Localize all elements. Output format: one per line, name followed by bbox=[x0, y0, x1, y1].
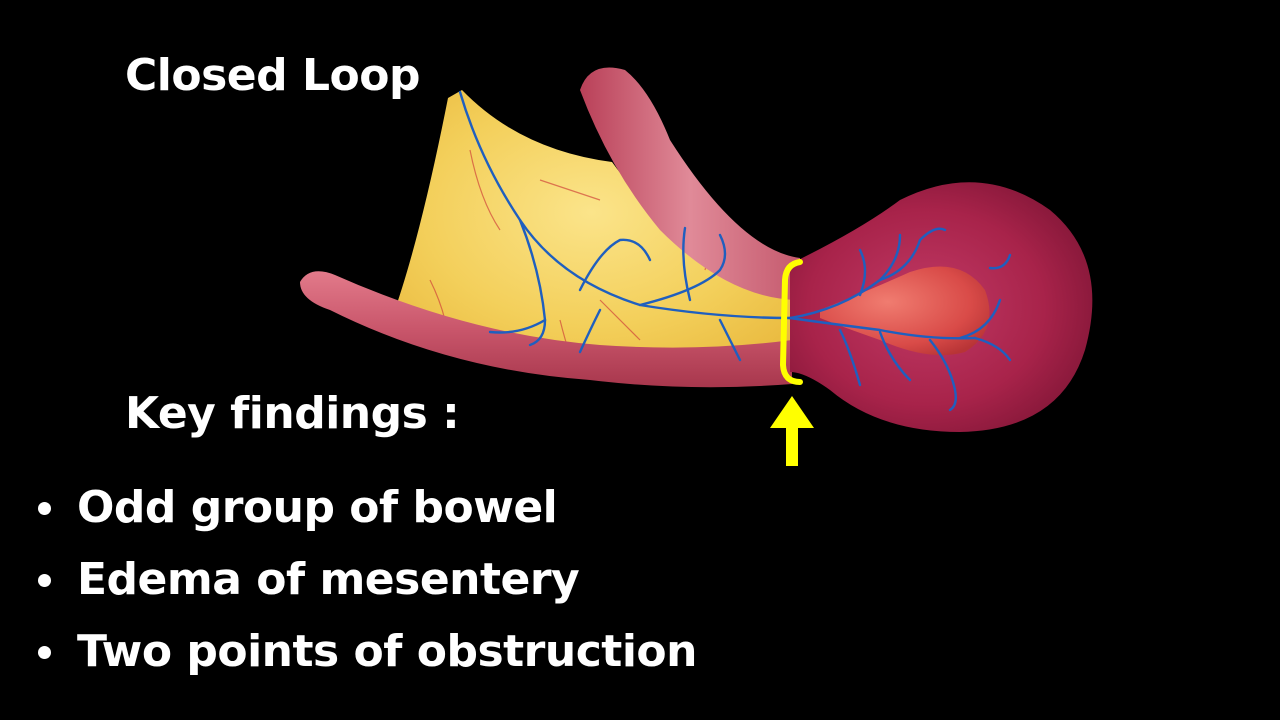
finding-item: Odd group of bowel bbox=[38, 472, 697, 544]
bullet-icon bbox=[38, 645, 51, 659]
finding-text: Odd group of bowel bbox=[77, 482, 558, 533]
finding-item: Two points of obstruction bbox=[38, 616, 697, 688]
mesenteric-vessels bbox=[458, 90, 1012, 412]
finding-text: Edema of mesentery bbox=[77, 554, 580, 605]
mesentery-fat bbox=[392, 90, 790, 362]
findings-list: Odd group of bowel Edema of mesentery Tw… bbox=[38, 472, 697, 688]
upper-bowel-limb bbox=[580, 67, 800, 300]
lower-bowel-limb bbox=[300, 271, 792, 388]
findings-heading: Key findings : bbox=[125, 388, 460, 439]
bullet-icon bbox=[38, 501, 51, 515]
bullet-icon bbox=[38, 573, 51, 587]
arrow-up-icon bbox=[770, 396, 814, 466]
finding-item: Edema of mesentery bbox=[38, 544, 697, 616]
constriction-ring-icon bbox=[779, 259, 803, 385]
closed-loop-lumen bbox=[820, 266, 990, 356]
slide-title: Closed Loop bbox=[125, 50, 420, 101]
finding-text: Two points of obstruction bbox=[77, 626, 697, 677]
